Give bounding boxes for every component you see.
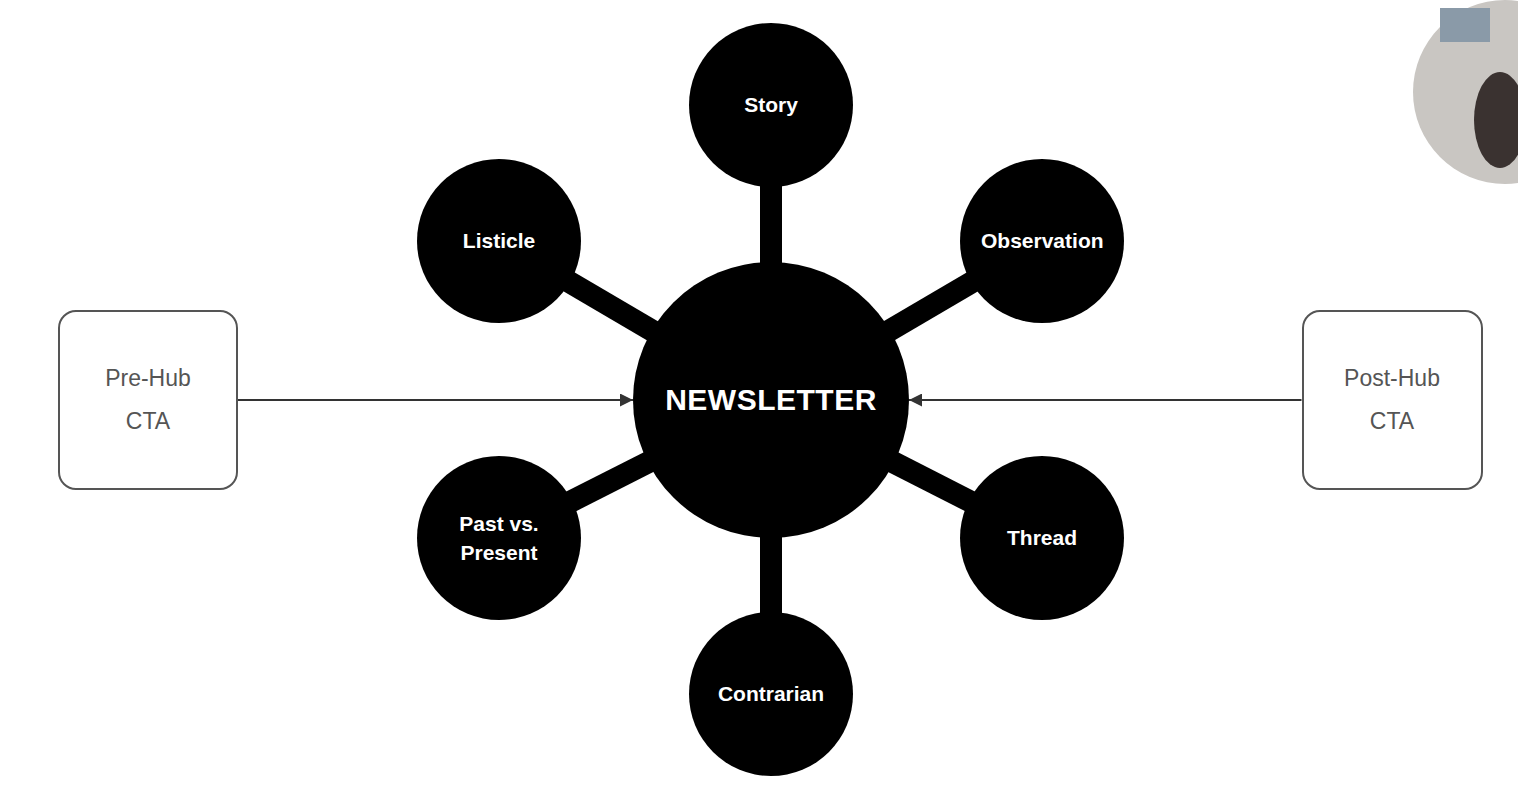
format-circle: Contrarian	[689, 612, 853, 776]
format-circle: Thread	[960, 456, 1124, 620]
format-circle: Story	[689, 23, 853, 187]
spoke-connector	[889, 460, 975, 504]
webcam-person	[1474, 72, 1518, 168]
cta-label: Post-Hub CTA	[1340, 357, 1444, 442]
arrow-connector	[238, 399, 633, 401]
format-circle: Listicle	[417, 159, 581, 323]
format-label: Listicle	[463, 226, 535, 255]
format-circle: Observation	[960, 159, 1124, 323]
spoke-connector	[760, 532, 782, 618]
spoke-connector	[565, 279, 657, 333]
format-label: Story	[744, 90, 798, 119]
format-label: Contrarian	[718, 679, 824, 708]
webcam-overlay	[1413, 0, 1518, 184]
format-label: Observation	[981, 226, 1103, 255]
format-label: Thread	[1007, 523, 1077, 552]
spoke-connector	[760, 181, 782, 268]
spoke-connector	[567, 460, 654, 504]
cta-box: Pre-Hub CTA	[58, 310, 238, 490]
webcam-frame	[1440, 8, 1490, 42]
arrow-connector	[909, 399, 1302, 401]
format-circle: Past vs. Present	[417, 456, 581, 620]
cta-box: Post-Hub CTA	[1302, 310, 1483, 490]
circle-outline	[417, 456, 581, 620]
format-label: Past vs. Present	[438, 509, 560, 568]
cta-label: Pre-Hub CTA	[96, 357, 200, 442]
spoke-connector	[885, 279, 977, 333]
hub-label: NEWSLETTER	[665, 383, 877, 417]
hub-circle: NEWSLETTER	[633, 262, 909, 538]
